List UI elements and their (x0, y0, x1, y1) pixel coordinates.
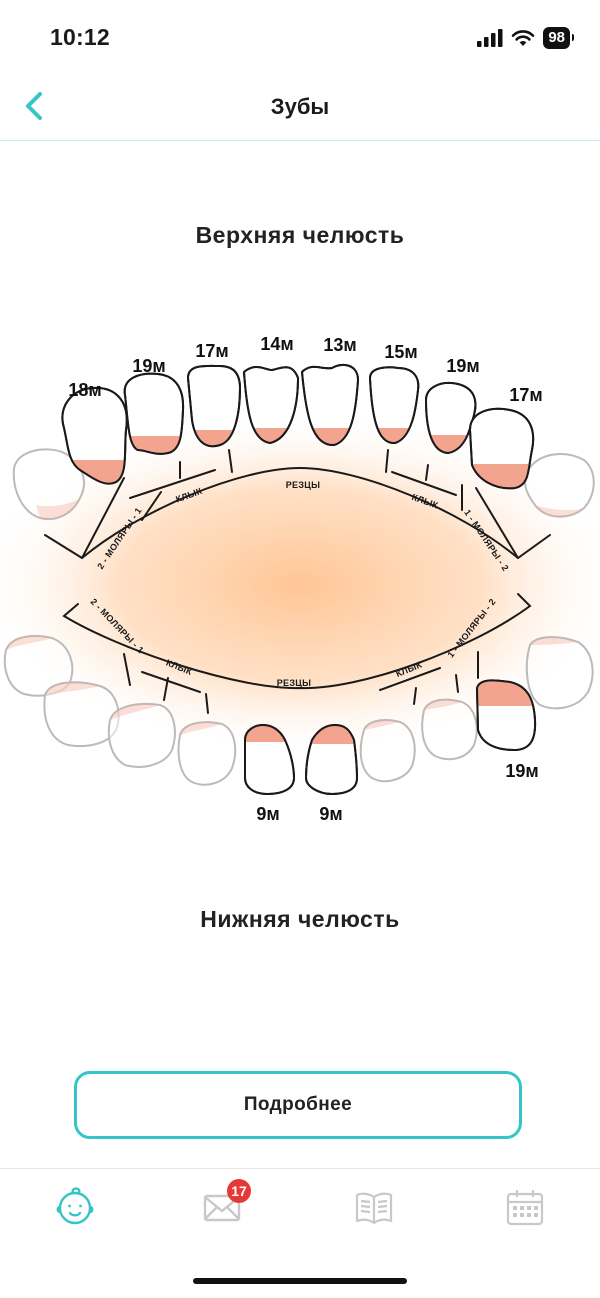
faded-teeth (3, 448, 595, 786)
mail-icon (203, 1194, 241, 1222)
lower-age-labels: 9м 9м 19м (256, 761, 538, 824)
upper-age-2: 19м (132, 356, 165, 376)
lower-jaw-title: Нижняя челюсть (200, 906, 400, 932)
wifi-icon (512, 30, 535, 46)
upper-age-1: 18м (68, 380, 101, 400)
lower-age-3: 19м (505, 761, 538, 781)
upper-age-4: 14м (260, 334, 293, 354)
upper-jaw-title: Верхняя челюсть (195, 222, 405, 248)
tab-articles[interactable] (352, 1185, 396, 1229)
upper-label-incisors: РЕЗЦЫ (286, 480, 321, 490)
lower-tooth-3 (475, 679, 537, 752)
upper-age-8: 17м (509, 385, 542, 405)
lower-age-2: 9м (319, 804, 342, 824)
mouth-glow (0, 410, 600, 760)
upper-teeth (61, 363, 535, 490)
page-title: Зубы (270, 94, 330, 119)
messages-badge: 17 (227, 1179, 251, 1203)
back-button[interactable] (14, 86, 54, 126)
tab-baby[interactable] (53, 1185, 97, 1229)
upper-age-3: 17м (195, 341, 228, 361)
status-icons: 98 (477, 26, 574, 50)
lower-label-incisors: РЕЗЦЫ (277, 678, 312, 688)
faded-gums (6, 498, 584, 735)
baby-face-icon (56, 1187, 94, 1225)
upper-tooth-2 (123, 372, 185, 455)
status-time: 10:12 (50, 24, 110, 50)
upper-age-7: 19м (446, 356, 479, 376)
details-button[interactable]: Подробнее (74, 1071, 522, 1139)
upper-age-5: 13м (323, 335, 356, 355)
chevron-left-icon (26, 92, 42, 120)
signal-icon (477, 29, 503, 47)
teeth-diagram: РЕЗЦЫ КЛЫК КЛЫК 2 - МОЛЯРЫ - 1 1 - МОЛЯР… (0, 334, 600, 824)
home-indicator (193, 1278, 407, 1284)
lower-tooth-1 (244, 723, 296, 796)
upper-age-labels: 18м 19м 17м 14м 13м 15м 19м 17м (68, 334, 542, 405)
lower-age-1: 9м (256, 804, 279, 824)
lower-brackets (62, 593, 532, 714)
tab-messages[interactable] (200, 1185, 244, 1229)
battery-indicator: 98 (543, 27, 574, 49)
tab-bar: 17 (0, 1168, 600, 1298)
lower-teeth (244, 679, 537, 796)
book-icon (355, 1192, 393, 1225)
upper-brackets (44, 449, 551, 560)
upper-tooth-7 (424, 382, 477, 455)
calendar-icon (506, 1190, 544, 1226)
nav-bar: Зубы (0, 76, 600, 141)
status-bar: 10:12 98 (0, 0, 600, 76)
tab-calendar[interactable] (503, 1185, 547, 1229)
upper-age-6: 15м (384, 342, 417, 362)
upper-tooth-5 (300, 363, 360, 447)
